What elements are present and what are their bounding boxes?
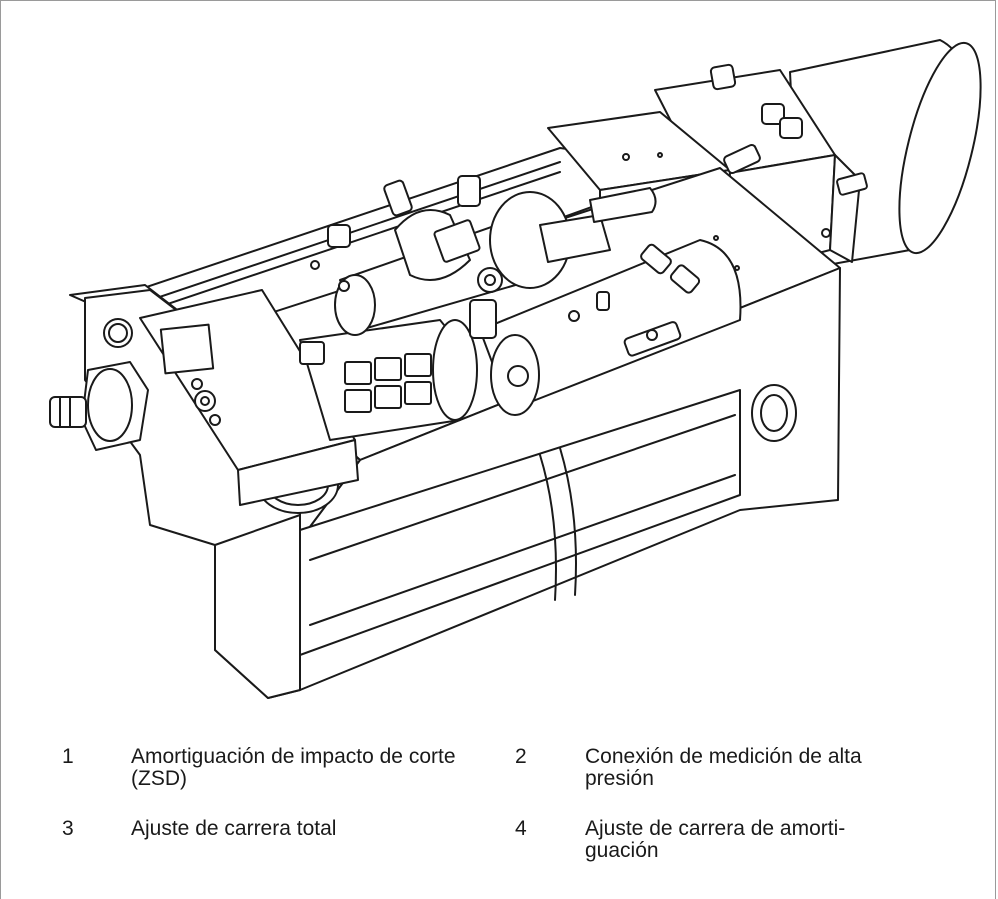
front-connector-fitting <box>49 361 149 451</box>
legend-number: 4 <box>515 817 527 840</box>
legend-label: Conexión de medición de alta presión <box>585 745 862 790</box>
legend-number: 2 <box>515 745 527 768</box>
legend-row-2: 3 Ajuste de carrera total 4 Ajuste de ca… <box>62 818 962 888</box>
legend-label: Amortiguación de impacto de corte (ZSD) <box>131 745 456 790</box>
control-box <box>139 289 359 506</box>
side-port <box>713 235 797 442</box>
legend-number: 3 <box>62 817 74 840</box>
legend-label: Ajuste de carrera total <box>131 817 337 840</box>
cylinder-assembly-drawing <box>49 39 982 699</box>
legend-row-1: 1 Amortiguación de impacto de corte (ZSD… <box>62 746 962 818</box>
legend-number: 1 <box>62 745 74 768</box>
filter-silencer <box>299 319 478 441</box>
legend-label: Ajuste de carrera de amorti-guación <box>585 817 846 862</box>
rail-fittings <box>299 224 701 365</box>
figure-legend: 1 Amortiguación de impacto de corte (ZSD… <box>62 746 962 888</box>
